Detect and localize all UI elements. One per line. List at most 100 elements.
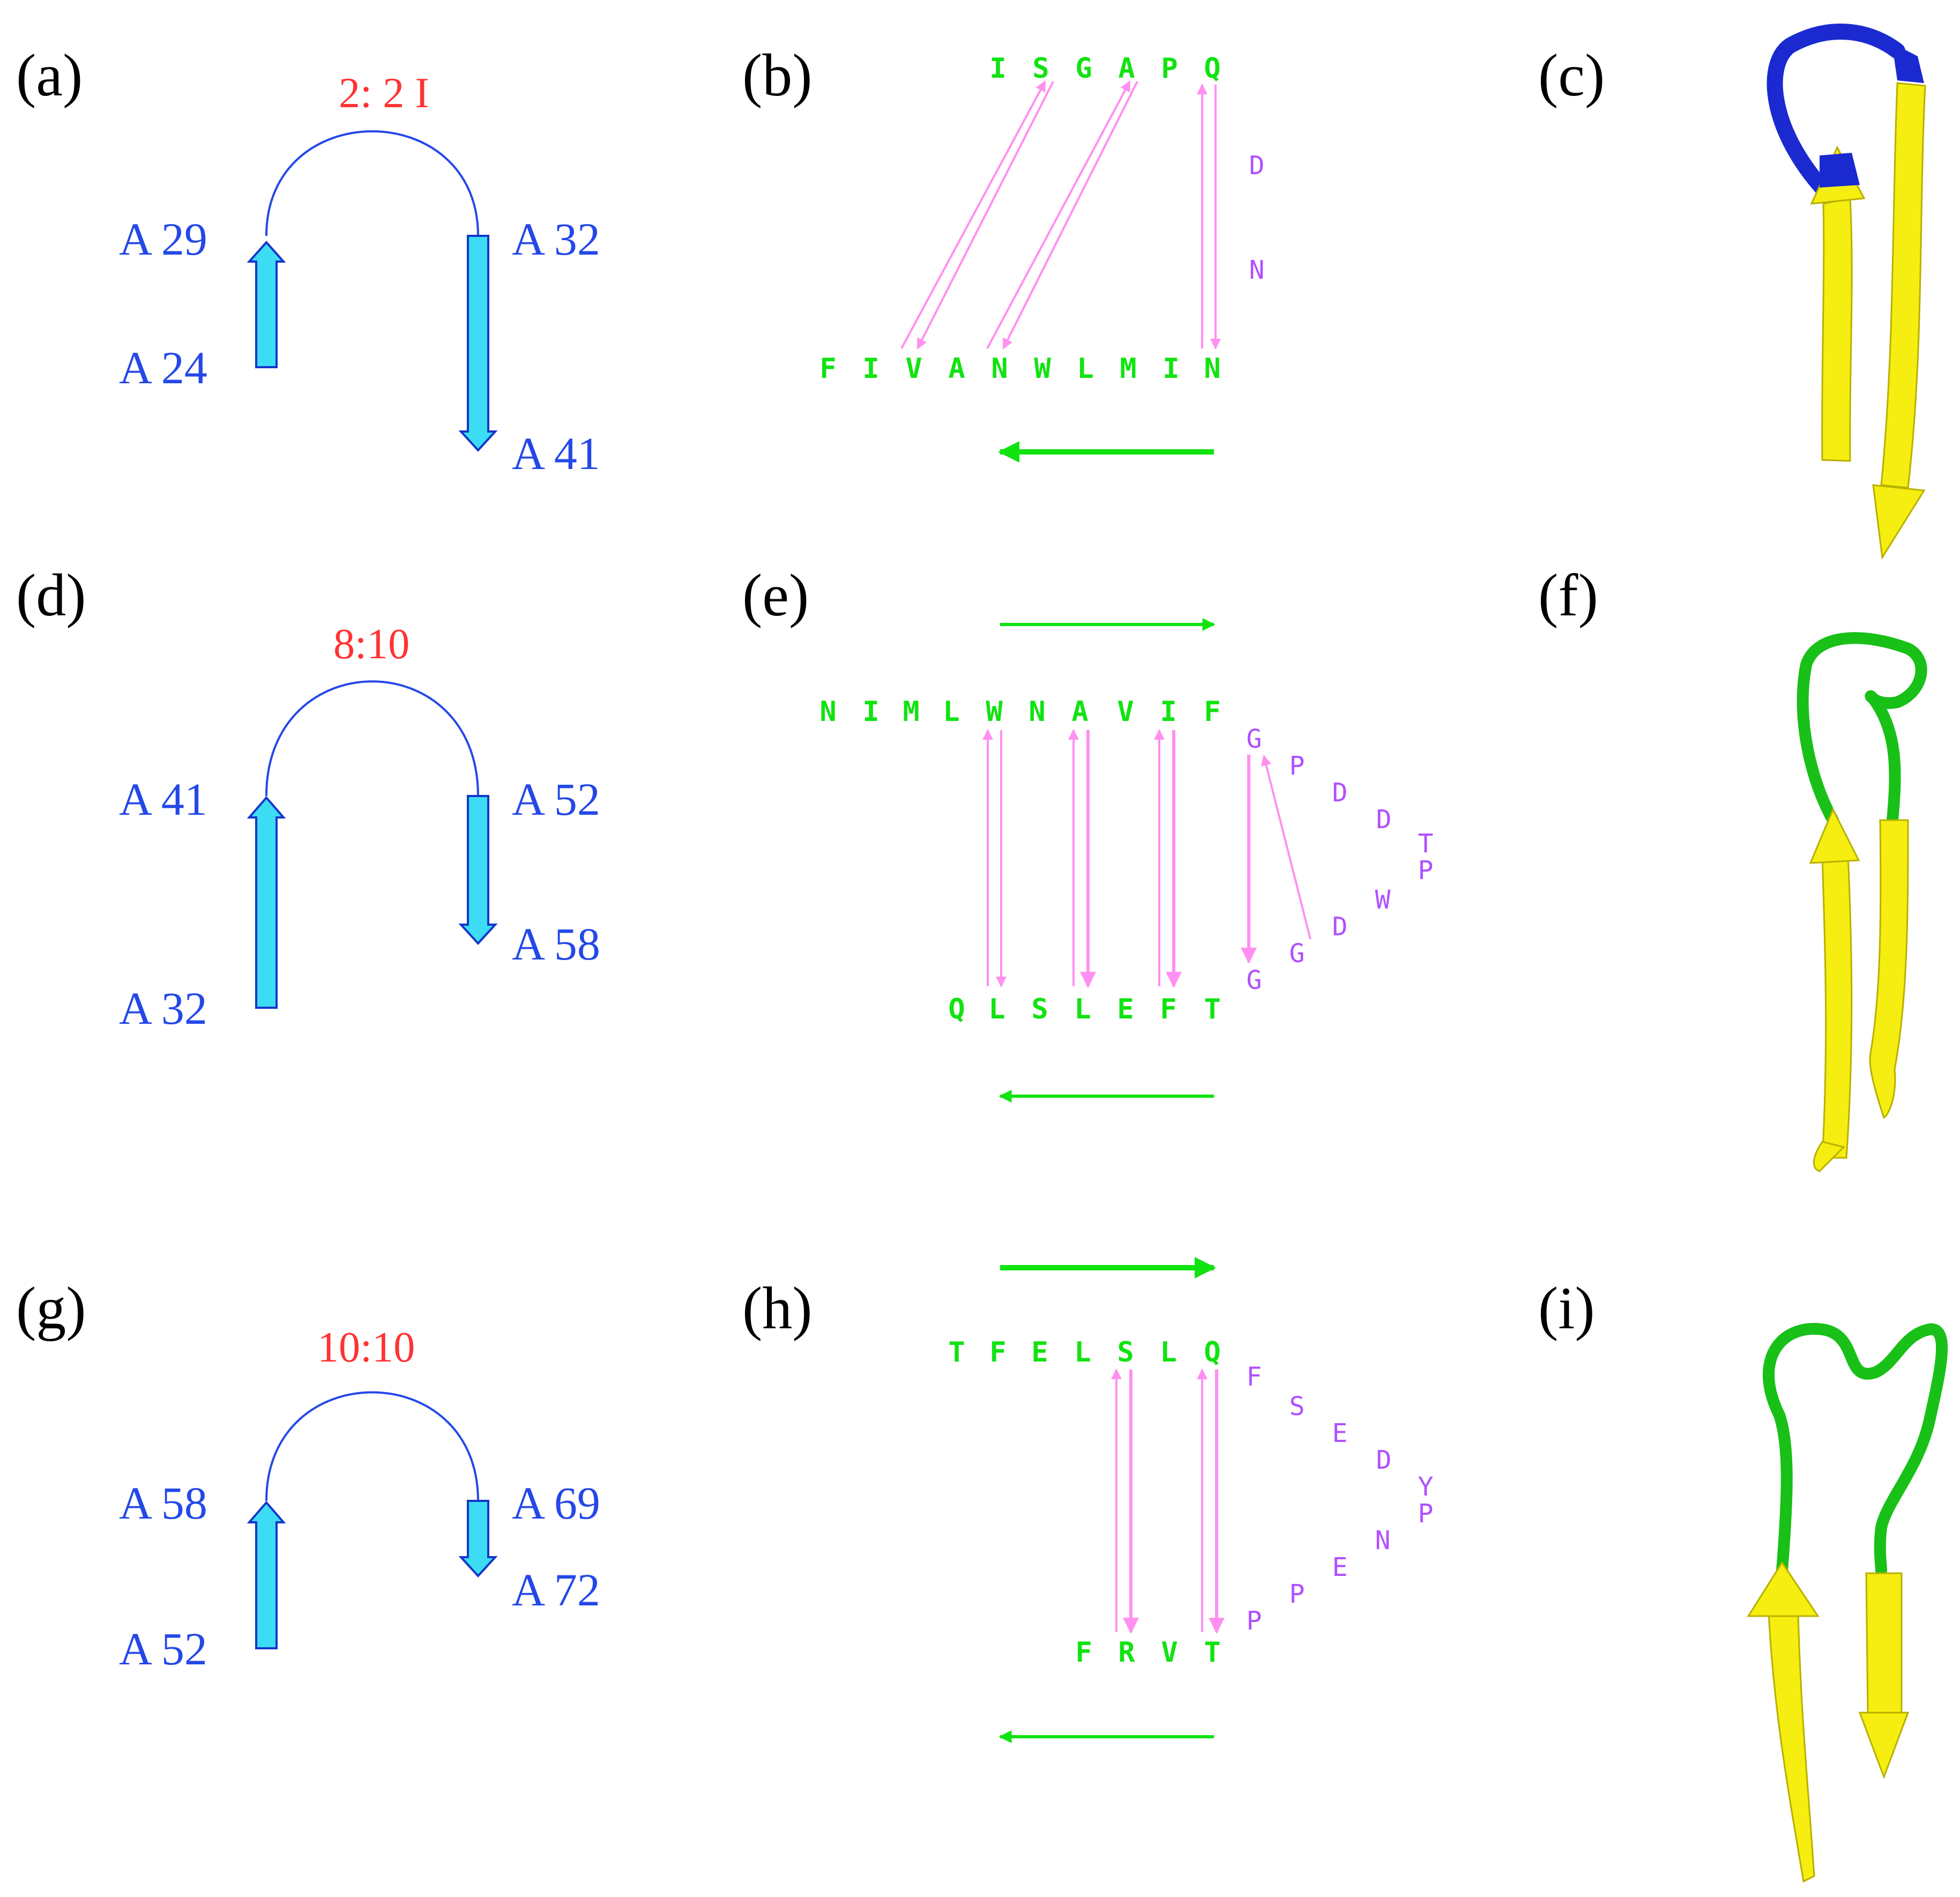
residue: F (989, 1336, 1006, 1368)
hbond-arrows (982, 729, 1311, 988)
residue: I (862, 696, 879, 728)
beta-strand-ribbon-down (1880, 82, 1926, 489)
loop-residue: P (1290, 1579, 1305, 1609)
residue-label-left-bottom: A 52 (119, 1623, 207, 1675)
residue-label-left-top: A 41 (119, 773, 207, 825)
residue: V (1117, 696, 1134, 728)
ribbon-arrowhead (1747, 1561, 1820, 1617)
residue: L (1074, 993, 1091, 1025)
residue: A (1071, 696, 1088, 728)
sequence-top-row: I S G A P Q (989, 53, 1220, 85)
residue: N (819, 696, 836, 728)
panel-label-d: (d) (16, 562, 86, 629)
loop-residue: N (1375, 1526, 1391, 1556)
beta-strand-ribbon-up (1768, 1612, 1815, 1883)
panel-c-cartoon: (c) (1538, 24, 1926, 560)
residue-label-right-top: A 69 (512, 1477, 600, 1529)
hbond-arrow (916, 81, 1054, 349)
residue: L (1077, 353, 1093, 385)
residue: I (862, 353, 879, 385)
residue: G (1075, 53, 1092, 85)
residue: Q (1204, 1336, 1220, 1368)
residue: A (948, 353, 965, 385)
panel-d-topology: (d) 8:10 A 41 A 32 A 52 A 58 (16, 562, 600, 1034)
residue: E (1031, 1336, 1048, 1368)
panel-f-cartoon: (f) (1538, 562, 1927, 1172)
residue-label-left-bottom: A 24 (119, 342, 207, 393)
strand-down-arrow (458, 795, 498, 945)
loop-residue: E (1332, 1552, 1348, 1582)
panel-label-b: (b) (742, 42, 813, 109)
residue: L (943, 696, 959, 728)
residue: V (905, 353, 922, 385)
hbond-arrow (986, 80, 1131, 349)
panel-label-e: (e) (742, 562, 809, 629)
beta-strand-ribbon-down (1865, 1572, 1903, 1716)
loop-residue: T (1418, 829, 1434, 859)
loop-residue: N (1249, 255, 1265, 285)
strand-up-arrow (247, 795, 286, 1009)
loop-residue: D (1332, 778, 1348, 808)
residue: F (1160, 993, 1176, 1025)
strand-up-arrow (247, 1500, 286, 1649)
loop-residue: P (1247, 1606, 1262, 1636)
residue: S (1032, 53, 1049, 85)
turn-loop (1763, 1323, 1948, 1576)
loop-residue: D (1376, 805, 1392, 835)
residue: I (1160, 696, 1176, 728)
topology-ratio: 8:10 (333, 621, 409, 668)
residue-label-left-top: A 58 (119, 1477, 207, 1529)
panel-e-sequence: (e) N I M L W N A V I F Q L S (742, 562, 1434, 1103)
loop-residue: S (1290, 1392, 1305, 1422)
residue-label-left-top: A 29 (119, 213, 207, 265)
residue: S (1117, 1336, 1134, 1368)
loop-residues: D N (1249, 151, 1265, 285)
strand-down-arrow (458, 1500, 498, 1578)
panel-b-sequence: (b) I S G A P Q F I V A N W L M I N (742, 42, 1265, 463)
ribbon-arrowhead (1858, 1712, 1910, 1780)
residue: F (1204, 696, 1220, 728)
residue: Q (948, 993, 965, 1025)
residue: Q (1204, 53, 1220, 85)
ribbon-arrowhead (1809, 807, 1860, 864)
loop-arc (265, 680, 479, 797)
loop-arc (265, 1391, 479, 1501)
hbond-arrow (1261, 755, 1311, 940)
residue: N (991, 353, 1008, 385)
hbond-arrow (1002, 81, 1138, 349)
strand-up-arrow (247, 240, 286, 368)
residue-label-left-bottom: A 32 (119, 983, 207, 1034)
turn-loop (1767, 24, 1905, 206)
panel-label-f: (f) (1538, 562, 1598, 629)
residue: F (819, 353, 836, 385)
panel-i-cartoon: (i) (1538, 1275, 1948, 1883)
residue: N (1204, 353, 1220, 385)
beta-strand-ribbon-up (1821, 854, 1853, 1159)
sequence-bottom-row: F R V T (1075, 1636, 1220, 1669)
loop-arc (265, 130, 479, 236)
beta-strand-ribbon-down (1869, 819, 1909, 1119)
loop-residue: W (1375, 885, 1391, 915)
panel-label-a: (a) (16, 42, 83, 109)
loop-residue: G (1290, 939, 1305, 969)
loop-residue: Y (1418, 1472, 1434, 1502)
residue: A (1118, 53, 1135, 85)
loop-residue: G (1247, 965, 1262, 995)
residue: V (1161, 1636, 1178, 1669)
residue: N (1029, 696, 1045, 728)
panel-label-c: (c) (1538, 42, 1605, 109)
sequence-top-row: T F E L S L Q (948, 1336, 1220, 1368)
residue: M (1120, 353, 1136, 385)
topology-ratio: 2: 2 I (339, 70, 429, 117)
residue: I (989, 53, 1006, 85)
sequence-bottom-row: F I V A N W L M I N (819, 353, 1220, 385)
residue: W (1034, 353, 1051, 385)
ribbon-end (1813, 1141, 1845, 1172)
panel-g-topology: (g) 10:10 A 58 A 52 A 69 A 72 (16, 1275, 600, 1675)
beta-strand-ribbon-up (1821, 197, 1853, 462)
sequence-top-row: N I M L W N A V I F (819, 696, 1220, 728)
loop-residue: D (1332, 912, 1348, 942)
residue-label-right-bottom: A 58 (512, 918, 600, 970)
residue: R (1118, 1636, 1135, 1669)
loop-residue: F (1247, 1362, 1262, 1392)
